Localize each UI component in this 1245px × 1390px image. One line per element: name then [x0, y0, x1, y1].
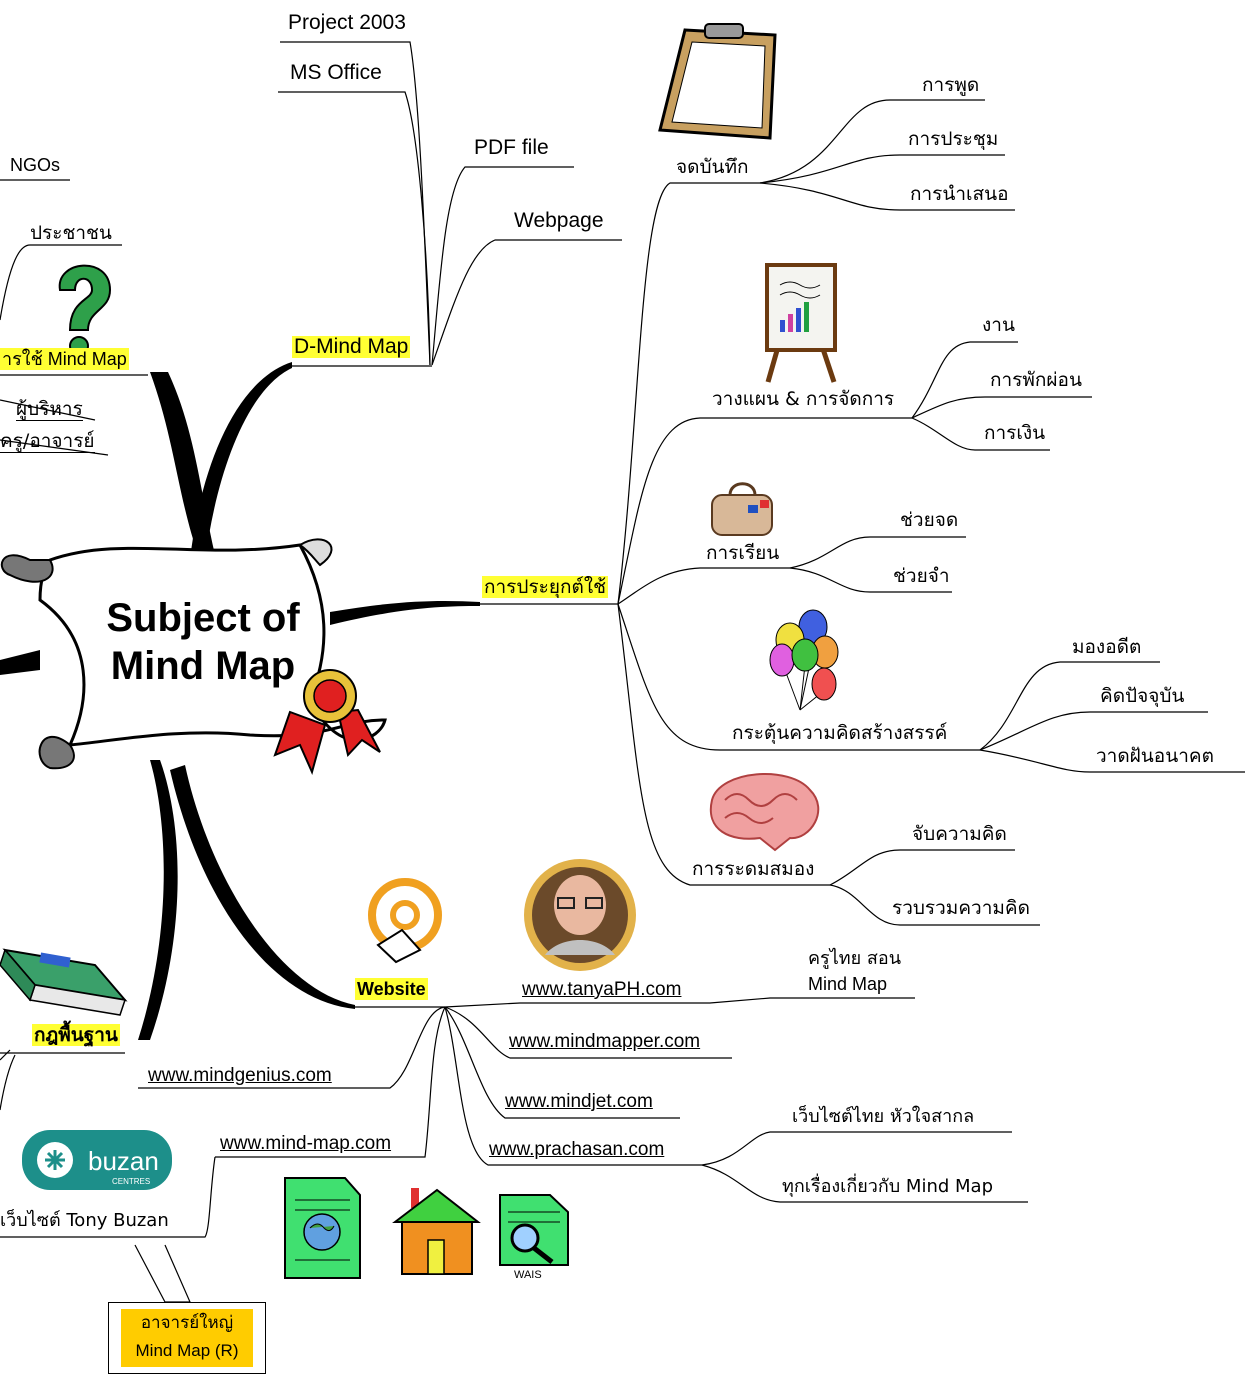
connector-lines: [0, 41, 1245, 1303]
learning-item-note: ช่วยจด: [900, 509, 959, 531]
users-item-executive: ผู้บริหาร: [16, 398, 83, 421]
brainstorm-label: การระดมสมอง: [692, 858, 815, 880]
buzan-callout-box: อาจารย์ใหญ่ Mind Map (R): [121, 1309, 253, 1367]
portrait-photo: [524, 859, 636, 971]
thai-teacher-line1: ครูไทย สอน: [808, 948, 901, 969]
users-item-public: ประชาชน: [30, 222, 112, 244]
central-title-line2: Mind Map: [110, 644, 296, 688]
creative-item-present: คิดปัจจุบัน: [1100, 685, 1185, 707]
notes-item-meeting: การประชุม: [908, 128, 999, 150]
main-branches: [0, 362, 480, 1040]
search-document-icon: WAIS: [499, 1194, 569, 1281]
brainstorm-item-collect: รวบรวมความคิด: [892, 897, 1030, 919]
book-icon: [0, 948, 128, 1016]
callout-line1: อาจารย์ใหญ่: [140, 1313, 234, 1332]
link-prachasan[interactable]: www.prachasan.com: [489, 1139, 665, 1160]
luggage-icon: [711, 482, 773, 536]
creative-label: กระตุ้นความคิดสร้างสรรค์: [732, 722, 948, 744]
notes-item-speech: การพูด: [922, 74, 980, 96]
chart-easel-icon: [765, 263, 837, 383]
buzan-site-label: เว็บไซต์ Tony Buzan: [0, 1210, 169, 1231]
brainstorm-item-capture: จับความคิด: [912, 823, 1007, 845]
learning-item-memory: ช่วยจำ: [893, 565, 950, 587]
prachasan-item-thai: เว็บไซต์ไทย หัวใจสากล: [792, 1106, 975, 1127]
balloons-icon: [769, 609, 839, 711]
basics-label: กฎพื้นฐาน: [32, 1024, 120, 1046]
dmindmap-item-pdf: PDF file: [474, 136, 549, 159]
callout-line2: Mind Map (R): [135, 1341, 239, 1360]
thai-teacher-line2: Mind Map: [808, 974, 888, 994]
link-mindmap-com[interactable]: www.mind-map.com: [220, 1133, 392, 1154]
central-title-line1: Subject of: [106, 596, 300, 640]
usage-label: การประยุกต์ใช้: [482, 576, 608, 598]
brain-icon: [709, 773, 820, 852]
planning-item-work: งาน: [982, 314, 1015, 336]
ribbon-seal-icon: [273, 669, 381, 775]
email-at-icon: [368, 878, 442, 964]
dmindmap-label: D-Mind Map: [292, 335, 411, 358]
link-tanyaph[interactable]: www.tanyaPH.com: [522, 979, 682, 1000]
creative-item-future: วาดฝันอนาคต: [1096, 745, 1214, 767]
globe-document-icon: [284, 1177, 361, 1279]
link-mindjet[interactable]: www.mindjet.com: [505, 1091, 653, 1112]
learning-label: การเรียน: [706, 542, 780, 564]
link-mindgenius[interactable]: www.mindgenius.com: [148, 1065, 332, 1086]
link-mindmapper[interactable]: www.mindmapper.com: [509, 1031, 701, 1052]
users-label: ารใช้ Mind Map: [0, 348, 129, 370]
website-label: Website: [355, 978, 428, 1000]
buzan-logo: buzan CENTRES: [22, 1130, 172, 1190]
question-mark-icon: [58, 264, 112, 356]
central-title: Subject of Mind Map: [58, 594, 348, 690]
buzan-callout: อาจารย์ใหญ่ Mind Map (R): [108, 1302, 266, 1374]
clipboard-icon: [658, 23, 777, 140]
buzan-logo-sub: CENTRES: [112, 1177, 150, 1186]
dmindmap-item-msoffice: MS Office: [290, 61, 382, 84]
creative-item-past: มองอดีต: [1072, 636, 1142, 658]
notes-item-presentation: การนำเสนอ: [910, 183, 1009, 205]
planning-label: วางแผน & การจัดการ: [712, 388, 895, 410]
dmindmap-item-project: Project 2003: [288, 11, 406, 34]
users-item-teacher: ครู/อาจารย์: [0, 430, 95, 453]
buzan-logo-text: buzan: [88, 1146, 159, 1176]
planning-item-finance: การเงิน: [984, 422, 1046, 444]
notes-label: จดบันทึก: [676, 156, 749, 178]
dmindmap-item-webpage: Webpage: [514, 209, 604, 232]
users-item-ngos: NGOs: [10, 155, 61, 175]
wais-label: WAIS: [514, 1269, 542, 1281]
prachasan-item-about: ทุกเรื่องเกี่ยวกับ Mind Map: [782, 1176, 994, 1197]
home-icon: [392, 1188, 481, 1275]
planning-item-rest: การพักผ่อน: [990, 369, 1082, 391]
